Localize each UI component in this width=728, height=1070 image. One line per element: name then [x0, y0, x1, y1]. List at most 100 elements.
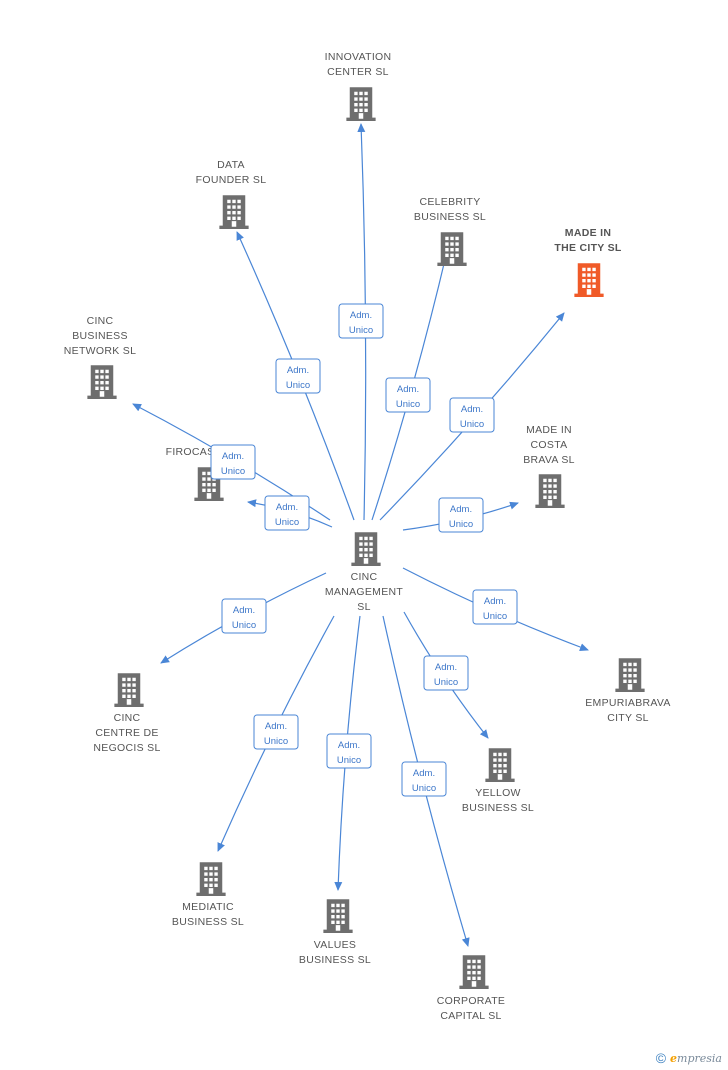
company-name-line: YELLOW: [475, 787, 521, 799]
company-node-data-founder[interactable]: DATA FOUNDER SL: [196, 159, 267, 229]
edge-label-innovation-center[interactable]: Adm. Unico: [338, 303, 384, 339]
building-icon: [196, 862, 226, 896]
company-node-innovation-center[interactable]: INNOVATION CENTER SL: [325, 51, 392, 121]
company-name-line: BUSINESS SL: [299, 954, 371, 966]
edge-label-text: Unico: [264, 736, 288, 747]
company-name-line: CELEBRITY: [419, 196, 480, 208]
building-icon: [437, 232, 467, 266]
edge-label-text: Adm.: [461, 404, 483, 415]
edge-label-text: Adm.: [435, 662, 457, 673]
edge-label-text: Adm.: [450, 504, 472, 515]
edge-label-data-founder[interactable]: Adm. Unico: [275, 358, 321, 394]
company-name-line: BUSINESS SL: [462, 802, 534, 814]
company-name-line: BUSINESS SL: [172, 916, 244, 928]
edge-label-text: Adm.: [265, 721, 287, 732]
edge-label-text: Adm.: [397, 384, 419, 395]
building-icon: [87, 365, 117, 399]
company-name-line: DATA: [217, 159, 245, 171]
company-name-line: MEDIATIC: [182, 901, 234, 913]
edge-label-text: Adm.: [276, 502, 298, 513]
edge-label-text: Adm.: [287, 365, 309, 376]
company-node-mediatic-business[interactable]: MEDIATIC BUSINESS SL: [172, 862, 244, 928]
company-node-cinc-centre-de-negocis[interactable]: CINC CENTRE DE NEGOCIS SL: [93, 673, 160, 754]
company-name-line: NEGOCIS SL: [93, 742, 160, 754]
edge-label-mediatic-business[interactable]: Adm. Unico: [253, 714, 299, 750]
edge-label-text: Unico: [221, 466, 245, 477]
company-name-line: VALUES: [314, 939, 356, 951]
company-name-line: FIROCAS: [166, 446, 215, 458]
edge-label-text: Unico: [396, 399, 420, 410]
building-icon: [459, 955, 489, 989]
edge-label-text: Unico: [460, 419, 484, 430]
company-node-celebrity-business[interactable]: CELEBRITY BUSINESS SL: [414, 196, 486, 266]
company-name-line: BRAVA SL: [523, 454, 575, 466]
company-name-line: CENTRE DE: [95, 727, 158, 739]
company-name-line: MANAGEMENT: [325, 586, 404, 598]
edge-label-made-in-the-city[interactable]: Adm. Unico: [449, 397, 495, 433]
edge-label-celebrity-business[interactable]: Adm. Unico: [385, 377, 431, 413]
company-name-line: MADE IN: [565, 227, 611, 239]
edge-label-cinc-centre-de-negocis[interactable]: Adm. Unico: [221, 598, 267, 634]
building-icon: [323, 899, 353, 933]
company-name-line: COSTA: [531, 439, 568, 451]
company-name-line: CORPORATE: [437, 995, 505, 1007]
brand-logo[interactable]: empresia: [670, 1051, 722, 1065]
edge-label-text: Unico: [434, 677, 458, 688]
company-name-line: INNOVATION: [325, 51, 392, 63]
building-icon: [346, 87, 376, 121]
company-name-line: BUSINESS SL: [414, 211, 486, 223]
edge-label-text: Unico: [337, 755, 361, 766]
edge-label-text: Adm.: [222, 451, 244, 462]
edge-label-text: Unico: [449, 519, 473, 530]
company-name-line: THE CITY SL: [554, 242, 622, 254]
company-node-values-business[interactable]: VALUES BUSINESS SL: [299, 899, 371, 966]
company-name-line: CAPITAL SL: [440, 1010, 501, 1022]
company-name-line: CINC: [114, 712, 141, 724]
company-node-cinc-management[interactable]: CINC MANAGEMENT SL: [325, 532, 404, 613]
edge-label-text: Adm.: [233, 605, 255, 616]
edge-label-cinc-business-network[interactable]: Adm. Unico: [210, 444, 256, 480]
company-name-line: CENTER SL: [327, 66, 389, 78]
building-icon: [219, 195, 249, 229]
edge-label-text: Unico: [483, 611, 507, 622]
footer: © empresia: [656, 1050, 722, 1066]
edge-label-text: Unico: [412, 783, 436, 794]
company-name-line: NETWORK SL: [64, 345, 136, 357]
building-icon: [615, 658, 645, 692]
company-name-line: BUSINESS: [72, 330, 128, 342]
company-name-line: MADE IN: [526, 424, 572, 436]
edge-label-text: Unico: [275, 517, 299, 528]
company-name-line: CINC: [87, 315, 114, 327]
building-icon: [574, 263, 604, 297]
company-node-firocas[interactable]: FIROCAS: [166, 446, 224, 501]
edge-label-text: Adm.: [350, 310, 372, 321]
company-node-corporate-capital[interactable]: CORPORATE CAPITAL SL: [437, 955, 505, 1022]
edge-label-yellow-business[interactable]: Adm. Unico: [423, 655, 469, 691]
edge-label-text: Adm.: [413, 768, 435, 779]
company-name-line: FOUNDER SL: [196, 174, 267, 186]
company-node-cinc-business-network[interactable]: CINC BUSINESS NETWORK SL: [64, 315, 136, 399]
edge-label-text: Unico: [286, 380, 310, 391]
company-node-made-in-costa-brava[interactable]: MADE IN COSTA BRAVA SL: [523, 424, 575, 508]
edge-label-text: Unico: [349, 325, 373, 336]
company-name-line: EMPURIABRAVA: [585, 697, 670, 709]
building-icon: [351, 532, 381, 566]
company-node-empuriabrava-city[interactable]: EMPURIABRAVA CITY SL: [585, 658, 670, 724]
edge-label-text: Adm.: [338, 740, 360, 751]
edge-label-text: Adm.: [484, 596, 506, 607]
company-node-yellow-business[interactable]: YELLOW BUSINESS SL: [462, 748, 534, 814]
company-name-line: CINC: [351, 571, 378, 583]
edge-label-text: Unico: [232, 620, 256, 631]
building-icon: [114, 673, 144, 707]
edge-label-firocas[interactable]: Adm. Unico: [264, 495, 310, 531]
building-icon: [535, 474, 565, 508]
company-name-line: CITY SL: [607, 712, 649, 724]
edge-label-corporate-capital[interactable]: Adm. Unico: [401, 761, 447, 797]
copyright-icon: ©: [655, 1050, 667, 1066]
edge-label-empuriabrava-city[interactable]: Adm. Unico: [472, 589, 518, 625]
edge-label-made-in-costa-brava[interactable]: Adm. Unico: [438, 497, 484, 533]
edge-label-values-business[interactable]: Adm. Unico: [326, 733, 372, 769]
company-name-line: SL: [357, 601, 370, 613]
company-node-made-in-the-city[interactable]: MADE IN THE CITY SL: [554, 227, 622, 297]
